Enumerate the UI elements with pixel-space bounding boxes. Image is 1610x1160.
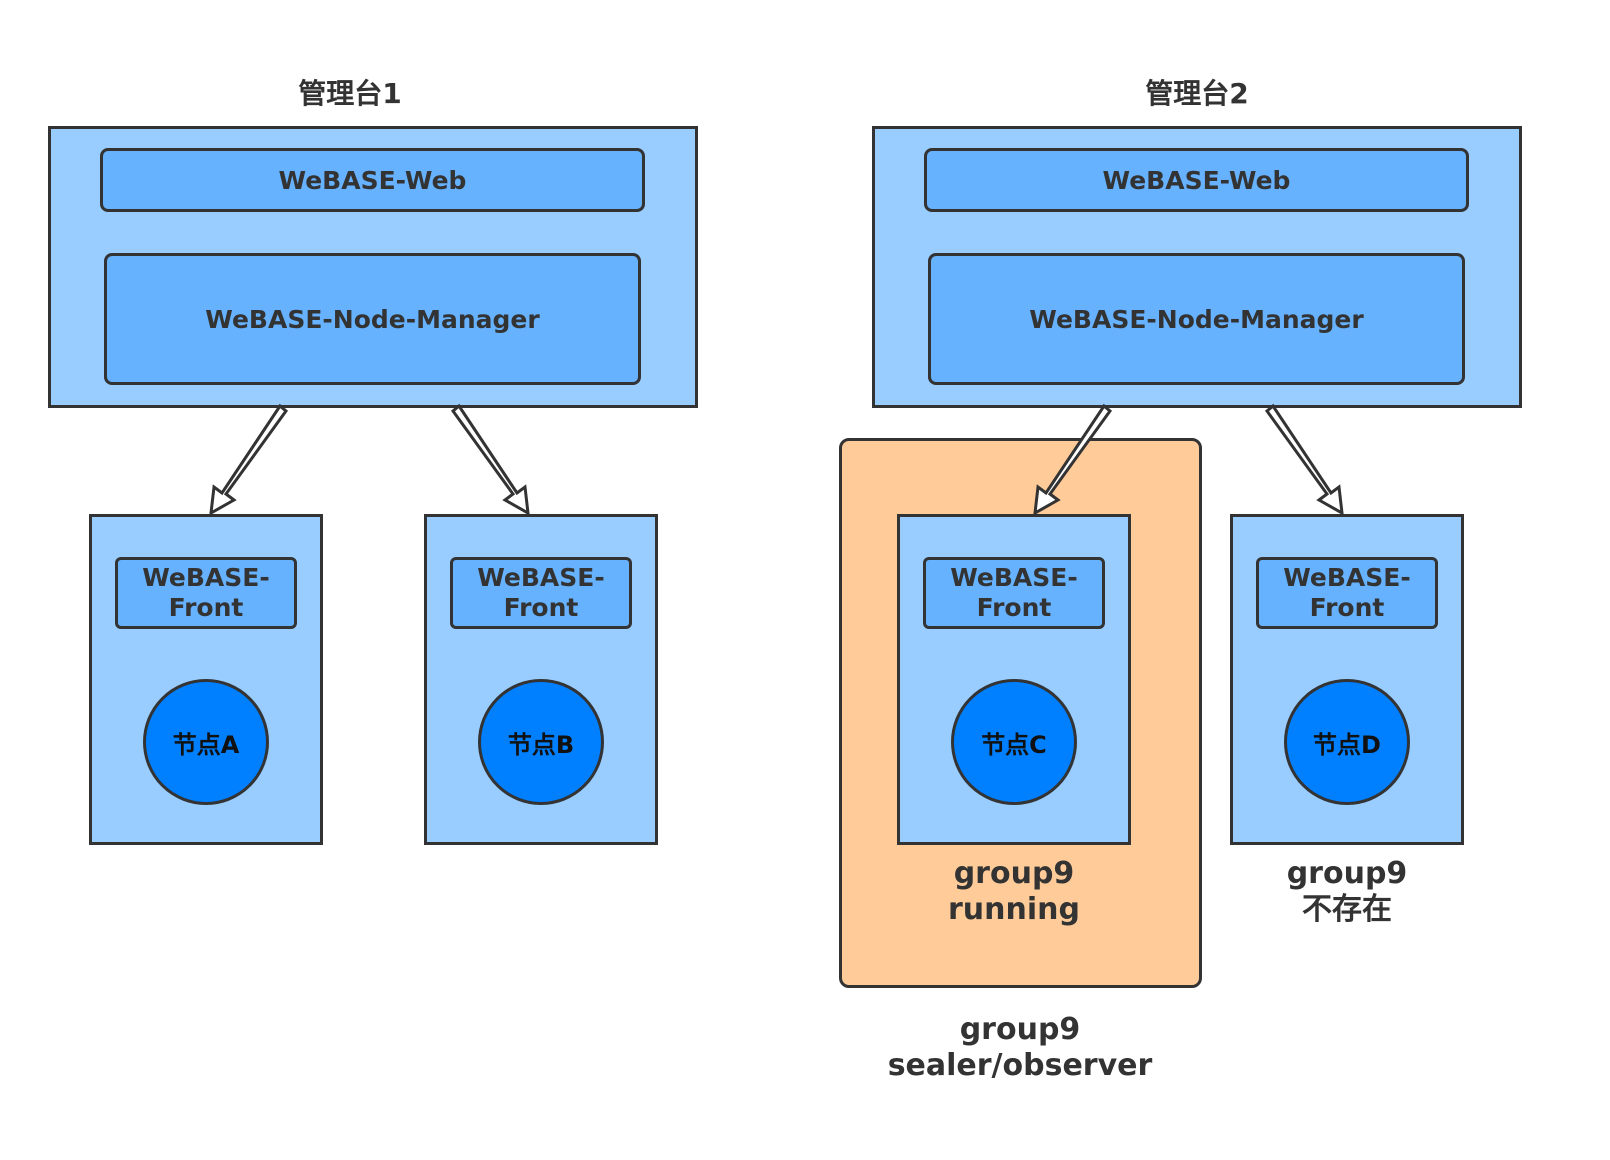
arrow-console2-to-front-c xyxy=(1033,403,1113,516)
arrow-console1-to-front-b xyxy=(450,403,530,516)
node-d-caption: group9 不存在 xyxy=(1227,856,1467,932)
node-b: 节点B xyxy=(478,679,604,805)
group-area-caption: group9 sealer/observer xyxy=(860,1012,1180,1088)
console-2-node-manager: WeBASE-Node-Manager xyxy=(928,253,1465,385)
front-label-line2: Front xyxy=(976,593,1052,622)
console-2-webase-web: WeBASE-Web xyxy=(924,148,1469,212)
node-manager-label: WeBASE-Node-Manager xyxy=(1029,304,1364,334)
node-manager-label: WeBASE-Node-Manager xyxy=(205,304,540,334)
front-label-line2: Front xyxy=(503,593,579,622)
console-1-webase-web: WeBASE-Web xyxy=(100,148,645,212)
console-2-title: 管理台2 xyxy=(1145,77,1249,110)
webase-web-label: WeBASE-Web xyxy=(278,165,467,195)
webase-front-c: WeBASE- Front xyxy=(923,557,1105,629)
node-a-label: 节点A xyxy=(172,730,240,759)
front-label-line1: WeBASE- xyxy=(142,563,270,592)
webase-web-label: WeBASE-Web xyxy=(1102,165,1291,195)
group-area-caption-line1: group9 xyxy=(959,1012,1081,1047)
node-d-caption-line1: group9 xyxy=(1286,856,1408,891)
front-label-line1: WeBASE- xyxy=(1283,563,1411,592)
webase-front-b: WeBASE- Front xyxy=(450,557,632,629)
node-d: 节点D xyxy=(1284,679,1410,805)
webase-front-a: WeBASE- Front xyxy=(115,557,297,629)
console-1-title: 管理台1 xyxy=(298,77,402,110)
console-1-node-manager: WeBASE-Node-Manager xyxy=(104,253,641,385)
front-label-line2: Front xyxy=(168,593,244,622)
node-c-caption-line2: running xyxy=(948,892,1080,927)
node-d-label: 节点D xyxy=(1313,730,1381,759)
node-d-caption-line2: 不存在 xyxy=(1302,892,1392,927)
node-c-caption-line1: group9 xyxy=(953,856,1075,891)
arrow-console2-to-front-d xyxy=(1264,403,1344,516)
node-b-label: 节点B xyxy=(507,730,575,759)
front-label-line1: WeBASE- xyxy=(477,563,605,592)
front-label-line2: Front xyxy=(1309,593,1385,622)
front-label-line1: WeBASE- xyxy=(950,563,1078,592)
node-c: 节点C xyxy=(951,679,1077,805)
node-c-caption: group9 running xyxy=(894,856,1134,932)
arrow-console1-to-front-a xyxy=(209,403,289,516)
webase-front-d: WeBASE- Front xyxy=(1256,557,1438,629)
group-area-caption-line2: sealer/observer xyxy=(887,1048,1153,1083)
node-a: 节点A xyxy=(143,679,269,805)
node-c-label: 节点C xyxy=(981,730,1047,759)
